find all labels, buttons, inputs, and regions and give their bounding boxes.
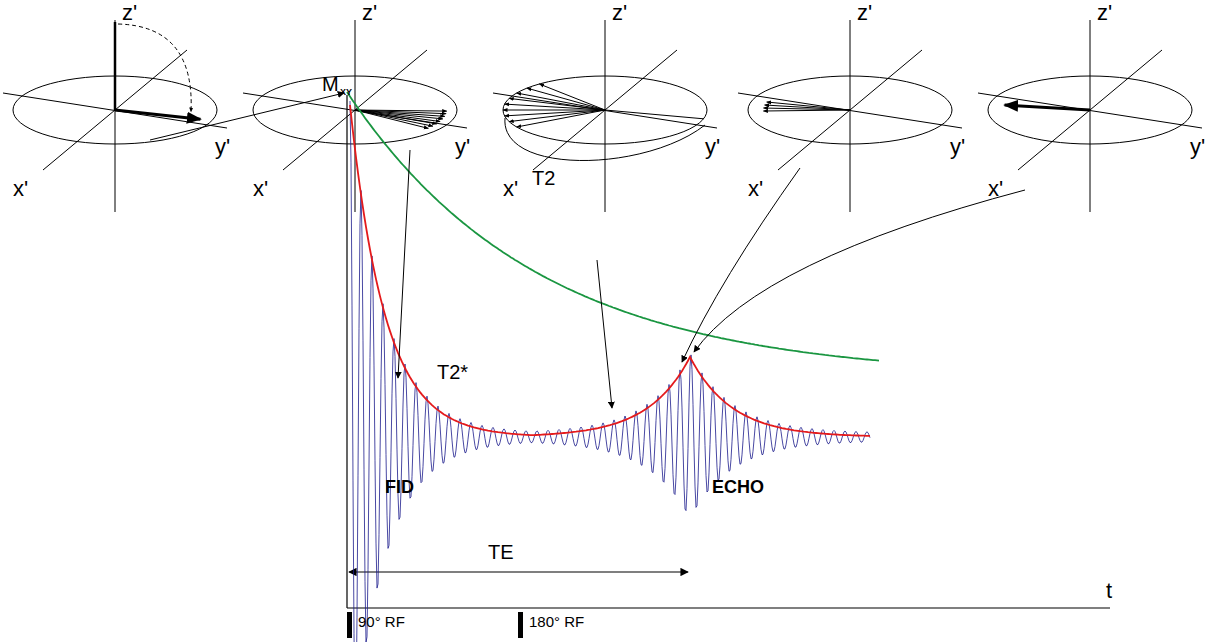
curve-label: T2*	[437, 362, 468, 382]
axis-label: y'	[950, 136, 965, 158]
t2-envelope	[347, 92, 879, 361]
rotating-frame	[3, 20, 227, 212]
rotating-frame	[243, 20, 467, 212]
axis-label: y'	[705, 136, 720, 158]
z-axis	[605, 20, 606, 212]
axis-label: z'	[362, 2, 377, 24]
interval-label: TE	[488, 542, 514, 562]
magnetization-vector	[539, 84, 605, 110]
axis-label: M	[322, 74, 339, 94]
flip-path	[118, 24, 191, 112]
axis-label: x'	[13, 178, 28, 200]
axis-label: z'	[612, 2, 627, 24]
magnetization-vector	[605, 110, 704, 119]
y-axis	[243, 93, 467, 128]
axis-label: z'	[122, 2, 137, 24]
dephasing-trace	[505, 118, 705, 161]
magnetization-vector	[509, 110, 605, 122]
magnetization-vector	[115, 110, 200, 119]
initial-magnetization	[114, 22, 117, 110]
pulse-label: 180° RF	[529, 614, 584, 629]
axis-label: z'	[1097, 2, 1112, 24]
magnetization-vector	[767, 102, 850, 110]
axis-label: x'	[503, 178, 518, 200]
z-axis	[115, 20, 116, 212]
rotating-frame	[738, 20, 962, 212]
z-axis	[850, 20, 851, 212]
axis-label: y'	[215, 136, 230, 158]
axis-label: x'	[988, 178, 1003, 200]
rotating-frame	[978, 20, 1202, 212]
axis-label: y'	[1190, 136, 1205, 158]
axis-label: y'	[455, 136, 470, 158]
magnetization-vector	[1005, 105, 1090, 110]
axis-label: x'	[748, 178, 763, 200]
axis-label: z'	[857, 2, 872, 24]
magnetization-vector	[517, 93, 605, 110]
y-axis	[738, 93, 962, 128]
axis-label: t	[1106, 580, 1112, 602]
signal-oscillation	[350, 101, 870, 642]
axis-label: x'	[253, 178, 268, 200]
magnetization-vector	[505, 110, 606, 116]
pulse-label: 90° RF	[358, 614, 405, 629]
z-axis	[355, 20, 356, 212]
rotating-frame	[493, 20, 717, 212]
magnetization-vector	[503, 110, 605, 111]
t2star-envelope	[350, 105, 870, 436]
z-axis	[1090, 20, 1091, 212]
y-axis	[493, 93, 717, 128]
signal-label: FID	[385, 478, 414, 496]
magnetization-vector	[527, 88, 605, 110]
axis-subscript: XY	[340, 88, 352, 97]
curve-label: T2	[532, 168, 555, 188]
signal-label: ECHO	[712, 478, 764, 496]
